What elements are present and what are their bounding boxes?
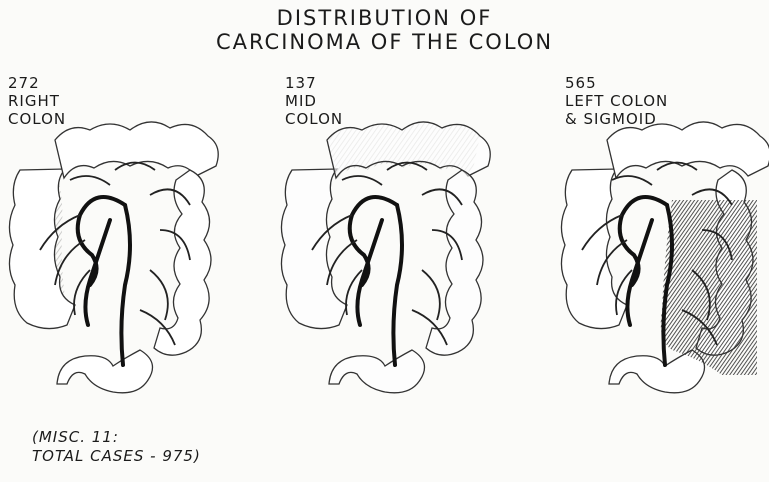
- case-count-note: (MISC. 11: TOTAL CASES - 975): [32, 428, 201, 466]
- panel-label-line: LEFT COLON: [565, 92, 668, 110]
- vessels: [350, 197, 402, 365]
- title-line-1: DISTRIBUTION OF: [0, 6, 769, 30]
- colon-outline: [9, 122, 218, 393]
- panel-count: 272: [8, 74, 66, 92]
- colon-illustration-right: [0, 110, 250, 410]
- shaded-region: [661, 200, 757, 375]
- title-line-2: CARCINOMA OF THE COLON: [0, 30, 769, 54]
- colon-illustration-mid: [272, 110, 522, 410]
- panel-label-line: MID: [285, 92, 343, 110]
- diagram-title: DISTRIBUTION OF CARCINOMA OF THE COLON: [0, 6, 769, 54]
- panel-count: 137: [285, 74, 343, 92]
- vessels: [78, 197, 130, 365]
- panel-label-line: RIGHT: [8, 92, 66, 110]
- note-line-1: (MISC. 11:: [32, 428, 201, 447]
- colon-illustration-left: [552, 110, 769, 410]
- panel-count: 565: [565, 74, 668, 92]
- note-line-2: TOTAL CASES - 975): [32, 447, 201, 466]
